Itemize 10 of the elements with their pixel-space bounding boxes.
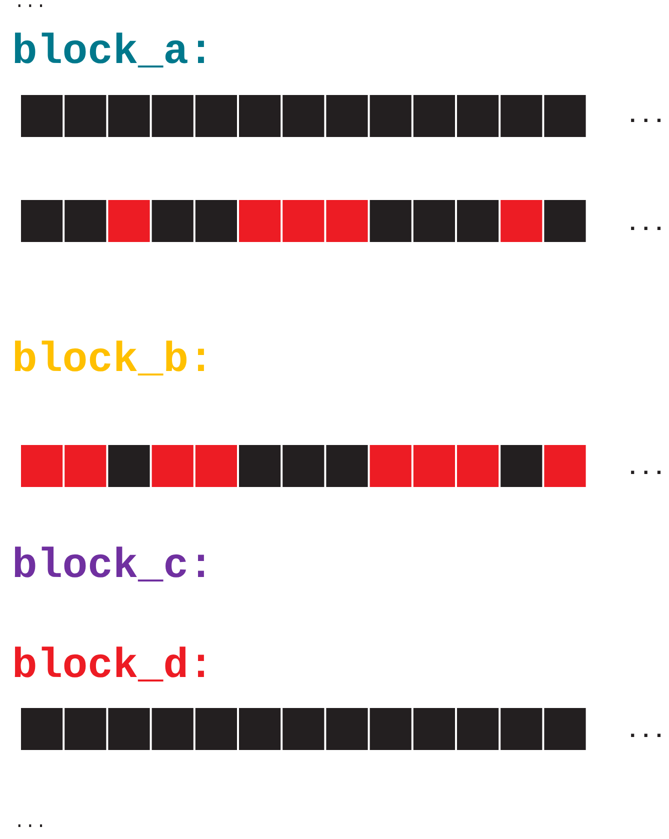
block-label: block_c: bbox=[12, 545, 214, 587]
block-label: block_a: bbox=[12, 31, 214, 73]
ellipsis: ... bbox=[626, 106, 666, 128]
ellipsis: ... bbox=[626, 214, 666, 236]
block-label: block_d: bbox=[12, 645, 214, 687]
ellipsis: ... bbox=[626, 458, 666, 480]
ellipsis: ... bbox=[14, 814, 46, 832]
block-label: block_b: bbox=[12, 339, 214, 381]
ellipsis: ... bbox=[14, 0, 46, 12]
ellipsis: ... bbox=[626, 721, 666, 743]
